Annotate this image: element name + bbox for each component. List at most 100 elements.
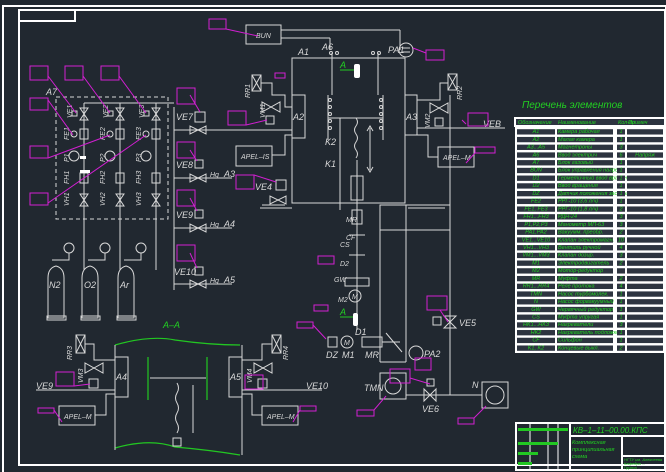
parts-list-cell-text: 1 [619, 137, 622, 143]
parts-list-cell [517, 129, 555, 135]
parts-list-cell-text: VE1...VE10 [522, 237, 551, 243]
valve-vm3[interactable]: VM3 [78, 362, 104, 389]
o2-label: O2 [84, 280, 96, 290]
ve9-line-label: VE9 [36, 381, 53, 391]
parts-list-cell [627, 144, 663, 150]
parts-list-cell-text: 1 [619, 183, 622, 189]
flow-relay-rr2[interactable]: RR2 [447, 73, 464, 100]
damper-dz[interactable]: DZ [326, 336, 338, 360]
parts-list-cell [517, 206, 555, 212]
parts-list-cell [627, 275, 663, 282]
fh1-label: FH1 [64, 171, 71, 184]
parts-list-cell [617, 183, 625, 189]
parts-list-cell [557, 198, 613, 205]
parts-list-cell-text: HK2 [531, 330, 542, 336]
parts-list-cell [517, 268, 555, 274]
gauge-pa1[interactable]: PA1 [388, 42, 414, 58]
k2-label: K2 [325, 137, 336, 147]
parts-list-cell-text: 1 [619, 160, 622, 166]
forevacuum-pump-n[interactable]: N [472, 380, 509, 409]
a7-label: A7 [45, 87, 58, 97]
valve-vm2[interactable]: VM2 [425, 102, 449, 128]
parts-list-cell [557, 337, 613, 344]
apel-m-label-right: APEL–M [266, 414, 295, 421]
mr-label-top: MR [346, 217, 357, 224]
motor-m1[interactable]: M M1 [340, 335, 355, 360]
gas-cylinder-o2[interactable]: O2 [80, 265, 101, 321]
parts-list-cell-text: RR1...RR4 [523, 284, 550, 290]
valve-ve10[interactable]: VE10 [174, 266, 207, 289]
parts-list-cell [517, 306, 555, 313]
parts-list-cell [517, 229, 555, 235]
valve-ve6[interactable]: VE6 [422, 378, 439, 414]
parts-list-column-header: Примеч [628, 120, 648, 126]
parts-list-cell [557, 245, 613, 251]
magnetron-a4[interactable]: A4 [114, 356, 129, 398]
flow-relay-rr4[interactable]: RR4 [271, 334, 290, 360]
flow-relay-rr3[interactable]: RR3 [67, 334, 86, 360]
parts-list-cell [627, 322, 663, 328]
apel-m-left[interactable]: APEL–M [58, 405, 96, 426]
gas-block-a7[interactable]: A7 [45, 87, 169, 220]
parts-list-cell-text: DZ [532, 191, 540, 197]
gas-cylinder-n2[interactable]: N2 [46, 265, 67, 321]
parts-list-cell [517, 221, 555, 228]
parts-list-cell [627, 206, 663, 212]
apel-is-label: APEL–IS [240, 154, 270, 161]
parts-list-cell-text: Блок управления нагрева [558, 168, 624, 174]
magnetron-a3[interactable]: A3 [404, 94, 418, 136]
section-aa-chamber [114, 337, 243, 456]
magnetron-a5[interactable]: A5 [228, 356, 243, 398]
parts-list-cell-text: CS [532, 315, 540, 321]
motor-m2[interactable]: M M2 [338, 289, 362, 304]
parts-list-cell-text: M2 [532, 268, 540, 274]
parts-list-cell-text: 1 [619, 168, 622, 174]
parts-list-cell [617, 275, 625, 282]
parts-list-cell [517, 198, 555, 205]
m1-glyph: M [344, 340, 350, 347]
valve-ve9[interactable]: VE9 [176, 209, 207, 233]
parts-list-cell [517, 136, 555, 143]
parts-list-cell-text: 2 [618, 230, 622, 236]
valve-ve5[interactable]: VE5 [432, 315, 477, 329]
gas-cylinder-ar[interactable]: Ar [116, 265, 137, 321]
parts-list-cell-text: Нагреватель подложки [558, 330, 619, 336]
parts-list-cell-text: 3 [619, 214, 623, 220]
apel-m-right[interactable]: APEL–M [261, 405, 299, 426]
parts-list-cell [557, 152, 613, 158]
parts-list-cell-text: РРГ-10 (1,8 л/ч) [558, 206, 598, 212]
apel-m-top[interactable]: APEL–M [437, 146, 475, 168]
parts-list-cell-text: РДН-24 [558, 214, 577, 220]
p2-label: P2 [100, 153, 107, 162]
parts-list-cell [557, 229, 613, 235]
parts-list-cell [627, 252, 663, 259]
apel-m-label-top: APEL–M [442, 155, 471, 162]
parts-list-cell-text: Ввод электрич [558, 152, 597, 158]
valve-ve7[interactable]: VE7 [176, 111, 207, 135]
parts-list-cell [517, 260, 555, 266]
d2-label: D2 [340, 261, 349, 268]
parts-list-cell [517, 144, 555, 150]
parts-list-cell [627, 314, 663, 320]
parts-list-cell-text: VM1...VM3 [522, 253, 550, 259]
valve-ve4[interactable]: VE4 [255, 179, 287, 205]
apel-is[interactable]: APEL–IS [235, 145, 273, 167]
parts-list-cell-text: 1 [619, 175, 622, 181]
parts-list-cell-text: HK1...HK3 [523, 322, 550, 328]
magnetron-a2[interactable]: A2 [291, 94, 306, 139]
m1-label: M1 [342, 350, 355, 360]
turbo-pump-tmn[interactable]: TMN [364, 372, 407, 400]
parts-list-cell [627, 190, 663, 197]
rr1-label: RR1 [245, 84, 252, 98]
parts-list-cell [627, 299, 663, 305]
p3-label: P3 [136, 153, 143, 162]
gauge-pa2[interactable]: PA2 [408, 345, 440, 361]
k1-label: K1 [325, 159, 336, 169]
parts-list-cell [627, 260, 663, 266]
valve-ve8[interactable]: VE8 [176, 159, 207, 183]
gw-label: GW [334, 277, 347, 284]
flow-relay-rr1[interactable]: RR1 [245, 74, 262, 98]
bun-block[interactable]: BUN [245, 24, 282, 45]
